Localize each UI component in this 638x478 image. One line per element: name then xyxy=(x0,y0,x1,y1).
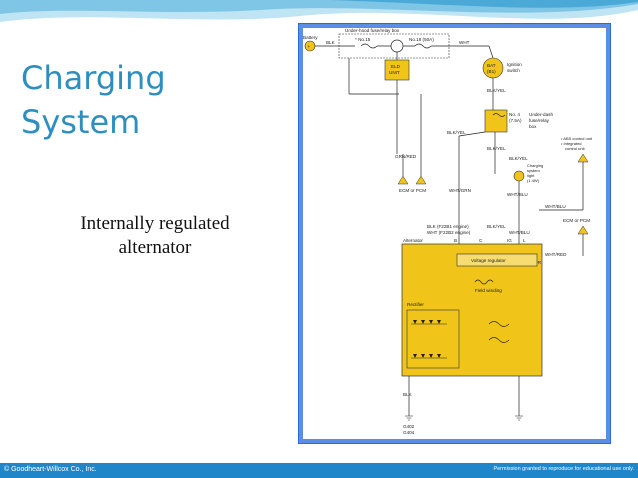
slide-title: Charging System xyxy=(21,56,261,144)
eld-sensor-icon xyxy=(390,39,404,53)
no4-label-2: (7.5A) xyxy=(509,118,522,123)
charging-label-4: (1.4W) xyxy=(527,178,540,183)
terminal-ig-label: IG xyxy=(507,238,512,243)
wht-blu-label-3: WHT/BLU xyxy=(509,230,530,235)
ignition-label-2: switch xyxy=(507,68,520,73)
abs-label-1: • ABS control unit xyxy=(561,136,593,141)
charging-label-1: Charging xyxy=(527,163,543,168)
field-winding-label: Field winding xyxy=(475,288,502,293)
eld-label-2: UNIT xyxy=(389,70,400,75)
blk-yel-label-4: BLK/YEL xyxy=(509,156,528,161)
eld-label-1: ELD xyxy=(391,64,401,69)
fuse-18-icon xyxy=(414,43,432,49)
bat-label-1: BAT xyxy=(487,63,496,68)
ecm-connector-1-icon xyxy=(397,175,409,185)
blk-f22b1-label: BLK (F22B1 engine) xyxy=(427,224,469,229)
no4-label-1: No. 4 xyxy=(509,112,520,117)
ecm-connector-3-icon xyxy=(577,225,589,235)
blk-yel-label-1: BLK/YEL xyxy=(487,88,506,93)
footer-bar xyxy=(0,463,638,478)
voltage-regulator-label: Voltage regulator xyxy=(471,258,506,263)
under-hood-box-label: Under-hood fuse/relay box xyxy=(345,28,400,33)
charging-light-icon xyxy=(513,170,525,182)
abs-label-3: control unit xyxy=(565,146,585,151)
under-dash-label-3: box xyxy=(529,124,537,129)
terminal-b-label: B xyxy=(454,238,457,243)
ecm-connector-2-icon xyxy=(415,175,427,185)
ignition-label-1: Ignition xyxy=(507,62,522,67)
charging-system-wiring-diagram: Under-hood fuse/relay box Battery + BLK … xyxy=(298,23,611,444)
fuse-18-label: No.18 (50A) xyxy=(409,37,434,42)
blk-yel-label-3: BLK/YEL xyxy=(487,146,506,151)
title-line-2: System xyxy=(21,103,141,141)
wht-blu-label-2: WHT/BLU xyxy=(507,192,528,197)
rectifier-diodes xyxy=(411,320,447,359)
field-winding-icon xyxy=(474,279,494,285)
abs-connector-icon xyxy=(577,153,589,163)
wiring-diagram-svg: Under-hood fuse/relay box Battery + BLK … xyxy=(303,28,593,435)
under-dash-label-1: Under-dash xyxy=(529,112,553,117)
ground-symbol-right xyxy=(515,415,523,421)
blk-ground-label: BLK xyxy=(403,392,413,397)
g402-label: G402 xyxy=(403,424,415,429)
footer-copyright: © Goodheart-Willcox Co., Inc. xyxy=(4,466,97,473)
top-wave-decoration xyxy=(0,0,638,22)
terminal-c-label: C xyxy=(479,238,483,243)
g404-label: G404 xyxy=(403,430,415,435)
fuse-4-icon xyxy=(492,113,506,117)
title-line-1: Charging xyxy=(21,59,166,97)
under-dash-label-2: fuse/relay xyxy=(529,118,550,123)
wht-f22b2-label: WHT (F22B2 engine) xyxy=(427,230,471,235)
stator-winding-icon xyxy=(488,321,510,343)
terminal-fr-label: FR xyxy=(535,260,542,265)
charging-label-3: light xyxy=(527,173,535,178)
fuse-15-label: * No.15 xyxy=(355,37,371,42)
wht-wire-label: WHT xyxy=(459,40,470,45)
blk-yel-label-5: BLK/YEL xyxy=(487,224,506,229)
slide-subtitle: Internally regulated alternator xyxy=(40,212,270,260)
abs-label-2: • Integrated xyxy=(561,141,582,146)
subtitle-line-2: alternator xyxy=(118,237,192,258)
diode-row-top xyxy=(413,320,441,324)
battery-label: Battery xyxy=(303,35,318,40)
grn-red-label: GRN/RED xyxy=(395,154,417,159)
bat-label-2: (B1) xyxy=(487,69,496,74)
ecm-pcm-label-1: ECM or PCM xyxy=(399,188,426,193)
ground-symbol-left xyxy=(405,415,413,421)
diode-row-bottom xyxy=(413,354,441,358)
ignition-switch-icon xyxy=(482,57,504,79)
blk-yel-label-2: BLK/YEL xyxy=(447,130,466,135)
subtitle-line-1: Internally regulated xyxy=(80,213,230,234)
charging-label-2: system xyxy=(527,168,540,173)
rectifier-box xyxy=(406,309,460,369)
wht-red-label: WHT/RED xyxy=(545,252,567,257)
blk-wire-label: BLK xyxy=(326,40,336,45)
voltage-regulator-box xyxy=(456,253,538,267)
terminal-l-label: L xyxy=(523,238,526,243)
alternator-label: Alternator xyxy=(403,238,423,243)
battery-plus-icon: + xyxy=(308,44,311,49)
ecm-pcm-label-2: ECM or PCM xyxy=(563,218,590,223)
wht-grn-label: WHT/GRN xyxy=(449,188,471,193)
wht-blu-label-1: WHT/BLU xyxy=(545,204,566,209)
rectifier-label: Rectifier xyxy=(407,302,424,307)
blk-yel-branch xyxy=(458,131,486,137)
fuse-15-icon xyxy=(360,43,378,49)
under-dash-fuse-box xyxy=(484,109,508,133)
footer-permission: Permission granted to reproduce for educ… xyxy=(493,466,634,472)
ignition-feed-wire xyxy=(488,45,494,59)
